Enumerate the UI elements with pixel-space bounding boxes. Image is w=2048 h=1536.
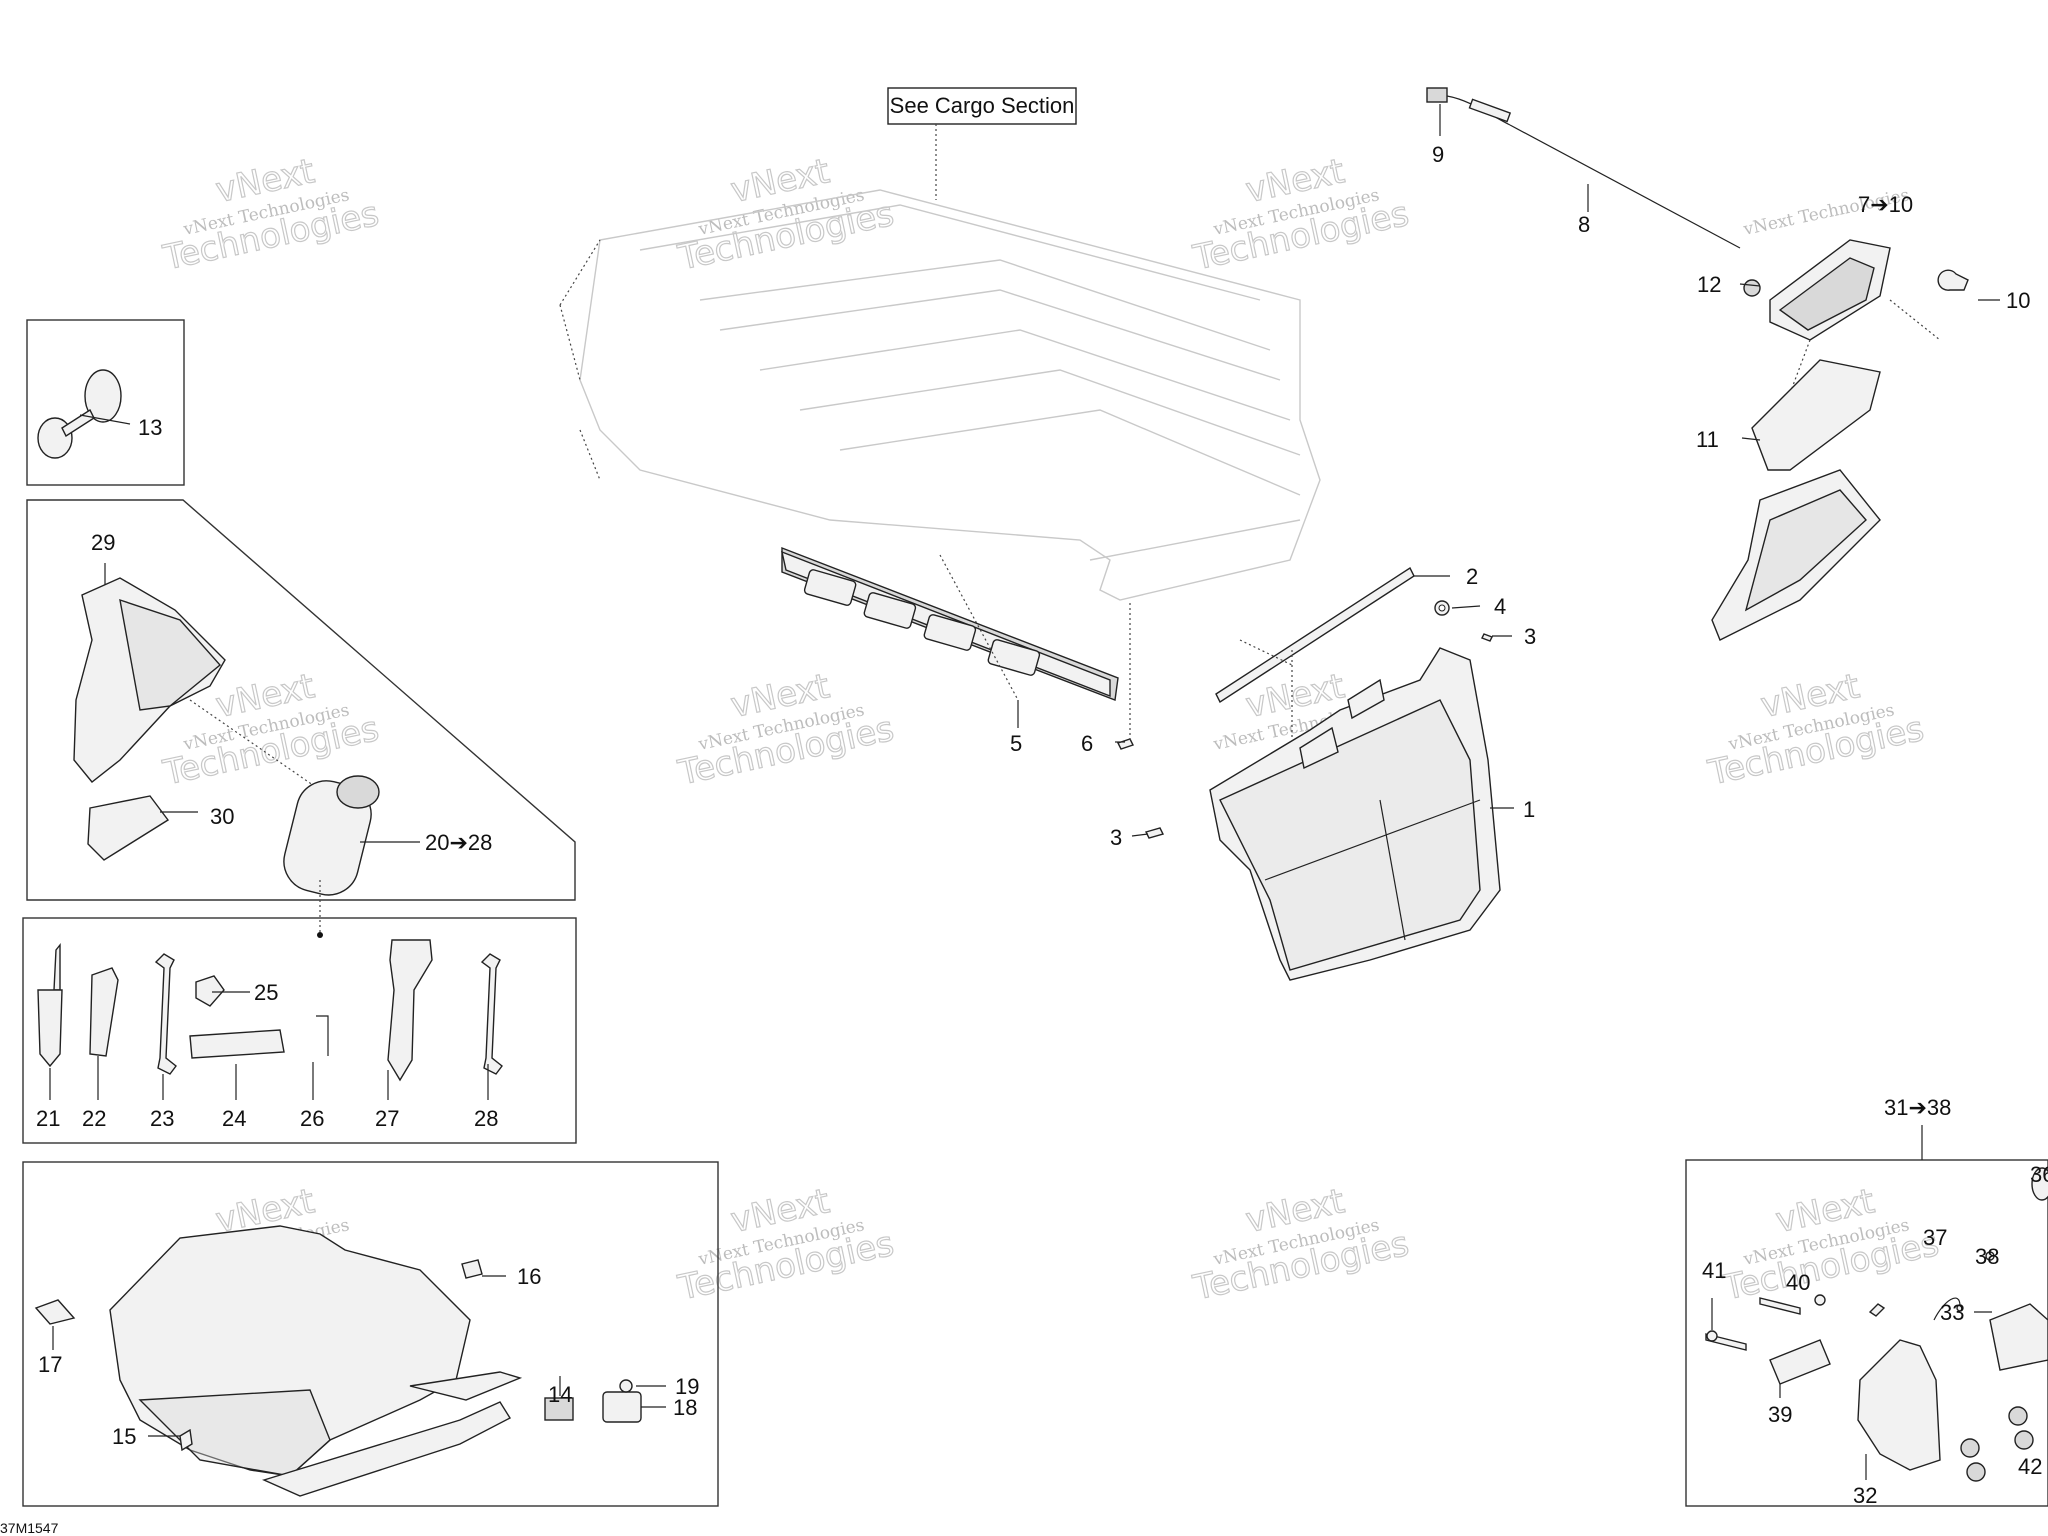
callout-14: 14: [548, 1382, 572, 1407]
callout-7-to-10: 7➔10: [1858, 192, 1913, 217]
watermark-3: vNext Technologies vNext Technologies: [1189, 151, 1413, 279]
callout-28: 28: [474, 1106, 498, 1131]
callout-10: 10: [2006, 288, 2030, 313]
callout-15: 15: [112, 1424, 136, 1449]
callout-26: 26: [300, 1106, 324, 1131]
callout-1: 1: [1523, 797, 1535, 822]
callout-3-second: 3: [1110, 825, 1122, 850]
callout-40: 40: [1786, 1270, 1810, 1295]
cargo-note-text: See Cargo Section: [890, 93, 1075, 118]
callout-3: 3: [1524, 624, 1536, 649]
cargo-rack-ghost: [559, 189, 1321, 601]
callout-9: 9: [1432, 142, 1444, 167]
callout-23: 23: [150, 1106, 174, 1131]
part-housing: [1711, 359, 1881, 641]
part-rivet: [1117, 600, 1134, 750]
watermark-2: vNext Technologies vNext Technologies: [674, 151, 898, 279]
diagram-reference-code: 37M1547: [0, 1520, 59, 1536]
callout-18: 18: [673, 1395, 697, 1420]
box-tool-kit-bag: [26, 499, 576, 938]
callout-5: 5: [1010, 731, 1022, 756]
callout-12: 12: [1697, 272, 1721, 297]
callout-4: 4: [1494, 594, 1506, 619]
callout-21: 21: [36, 1106, 60, 1131]
box-mirror: [26, 319, 185, 486]
callout-11: 11: [1696, 427, 1719, 452]
box-bracket-kit: [1685, 1125, 2048, 1507]
watermark-8: vNext Technologies vNext Technologies: [1704, 666, 1928, 794]
callout-36: 36: [2030, 1162, 2048, 1187]
leader-lines: [49, 104, 2000, 1480]
callout-6: 6: [1081, 731, 1093, 756]
part-harness: [1426, 87, 1741, 249]
callout-25: 25: [254, 980, 278, 1005]
callout-24: 24: [222, 1106, 246, 1131]
callout-16: 16: [517, 1264, 541, 1289]
watermark-10: vNext Technologies vNext Technologies: [674, 1181, 898, 1309]
callout-13: 13: [138, 415, 162, 440]
callout-27: 27: [375, 1106, 399, 1131]
callout-labels: 1 2 3 3 4 5 6 7➔10 8 9 10 11 12 13 14 15…: [0, 142, 2048, 1536]
callout-37: 37: [1923, 1225, 1947, 1250]
callout-41: 41: [1702, 1258, 1726, 1283]
callout-19: 19: [675, 1374, 699, 1399]
watermark-1: vNext Technologies vNext Technologies: [159, 151, 383, 279]
callout-32: 32: [1853, 1483, 1877, 1508]
callout-31-to-38: 31➔38: [1884, 1095, 1951, 1120]
box-tools: [22, 917, 577, 1144]
part-tail-light: [1743, 239, 1969, 421]
watermark-6: vNext Technologies vNext Technologies: [674, 666, 898, 794]
part-side-panel: [781, 546, 1119, 701]
box-snowmobile-decals: [22, 1161, 719, 1507]
cargo-note: See Cargo Section: [887, 87, 1077, 200]
callout-2: 2: [1466, 564, 1478, 589]
callout-42: 42: [2018, 1454, 2042, 1479]
callout-39: 39: [1768, 1402, 1792, 1427]
callout-30: 30: [210, 804, 234, 829]
callout-8: 8: [1578, 212, 1590, 237]
watermark-12: vNext Technologies vNext Technologies: [1719, 1181, 1943, 1309]
watermarks: vNext Technologies vNext Technologies vN…: [159, 151, 1943, 1309]
callout-22: 22: [82, 1106, 106, 1131]
callout-38: 38: [1975, 1244, 1999, 1269]
callout-17: 17: [38, 1352, 62, 1377]
callout-20-to-28: 20➔28: [425, 830, 492, 855]
callout-33: 33: [1940, 1300, 1964, 1325]
watermark-11: vNext Technologies vNext Technologies: [1189, 1181, 1413, 1309]
cargo-note-box: [887, 87, 1077, 125]
part-mud-flap: [1144, 647, 1501, 981]
callout-29: 29: [91, 530, 115, 555]
